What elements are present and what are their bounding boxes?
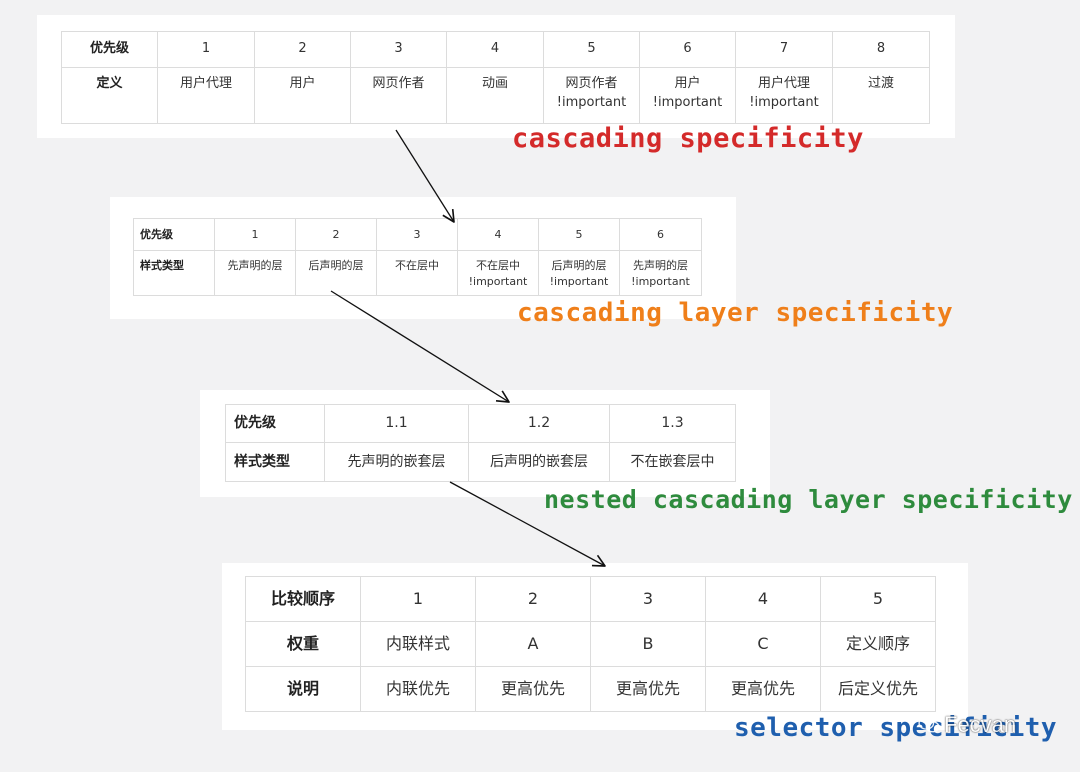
table-cell: 6: [619, 218, 702, 251]
row-header: 样式类型: [133, 250, 215, 296]
weight-row: 权重 内联样式 A B C 定义顺序: [245, 621, 936, 667]
caption-cascading-specificity: cascading specificity: [512, 123, 864, 154]
priority-row: 优先级 1 2 3 4 5 6: [133, 218, 702, 251]
table-cell: 5: [538, 218, 620, 251]
layer-priority-table: 优先级 1 2 3 4 5 6 样式类型 先声明的层 后声明的层 不在层中 不在…: [133, 218, 702, 296]
table-cell: 1: [214, 218, 296, 251]
row-header: 优先级: [61, 31, 158, 68]
caption-cascading-layer-specificity: cascading layer specificity: [517, 298, 954, 328]
table-cell: 1.3: [609, 404, 736, 443]
table-cell: 网页作者 !important: [543, 67, 640, 124]
table-cell: 2: [254, 31, 351, 68]
nested-layer-priority-table: 优先级 1.1 1.2 1.3 样式类型 先声明的嵌套层 后声明的嵌套层 不在嵌…: [225, 404, 736, 482]
table-cell: 网页作者: [350, 67, 447, 124]
table-cell: 2: [295, 218, 377, 251]
table-cell: 3: [376, 218, 458, 251]
table-cell: 内联优先: [360, 666, 476, 712]
table-cell: 更高优先: [590, 666, 706, 712]
table-cell: 1: [157, 31, 255, 68]
watermark-text: Fecvan: [944, 712, 1017, 737]
table-cell: 7: [735, 31, 833, 68]
table-cell: 用户 !important: [639, 67, 736, 124]
style-type-row: 样式类型 先声明的层 后声明的层 不在层中 不在层中 !important 后声…: [133, 250, 702, 296]
table-cell: 1: [360, 576, 476, 622]
table-cell: 2: [475, 576, 591, 622]
table-cell: 更高优先: [475, 666, 591, 712]
priority-panel-selector: 比较顺序 1 2 3 4 5 权重 内联样式 A B C 定义顺序 说明 内联优…: [222, 563, 968, 730]
table-cell: 不在嵌套层中: [609, 442, 736, 482]
priority-panel-nested-layers: 优先级 1.1 1.2 1.3 样式类型 先声明的嵌套层 后声明的嵌套层 不在嵌…: [200, 390, 770, 497]
table-cell: 内联样式: [360, 621, 476, 667]
table-cell: 用户: [254, 67, 351, 124]
table-cell: 后声明的嵌套层: [468, 442, 610, 482]
table-cell: 5: [543, 31, 640, 68]
row-header: 说明: [245, 666, 361, 712]
row-header: 权重: [245, 621, 361, 667]
table-cell: 用户代理: [157, 67, 255, 124]
order-row: 比较顺序 1 2 3 4 5: [245, 576, 936, 622]
description-row: 说明 内联优先 更高优先 更高优先 更高优先 后定义优先: [245, 666, 936, 712]
table-cell: 3: [590, 576, 706, 622]
table-cell: 后定义优先: [820, 666, 936, 712]
table-cell: A: [475, 621, 591, 667]
table-cell: 更高优先: [705, 666, 821, 712]
table-cell: 4: [446, 31, 544, 68]
table-cell: 后声明的层 !important: [538, 250, 620, 296]
table-cell: C: [705, 621, 821, 667]
priority-row: 优先级 1.1 1.2 1.3: [225, 404, 736, 443]
style-type-row: 样式类型 先声明的嵌套层 后声明的嵌套层 不在嵌套层中: [225, 442, 736, 482]
table-cell: 定义顺序: [820, 621, 936, 667]
table-cell: 后声明的层: [295, 250, 377, 296]
watermark: Fecvan: [918, 712, 1016, 738]
table-cell: 1.1: [324, 404, 469, 443]
caption-nested-cascading-layer-specificity: nested cascading layer specificity: [544, 485, 1073, 514]
table-cell: 过渡: [832, 67, 930, 124]
table-cell: 6: [639, 31, 736, 68]
table-cell: 3: [350, 31, 447, 68]
selector-specificity-table: 比较顺序 1 2 3 4 5 权重 内联样式 A B C 定义顺序 说明 内联优…: [245, 576, 936, 712]
priority-panel-cascade: 优先级 1 2 3 4 5 6 7 8 定义 用户代理 用户 网页作者 动画 网…: [37, 15, 955, 138]
priority-row: 优先级 1 2 3 4 5 6 7 8: [61, 31, 930, 68]
table-cell: 先声明的嵌套层: [324, 442, 469, 482]
table-cell: 动画: [446, 67, 544, 124]
table-cell: 5: [820, 576, 936, 622]
row-header: 比较顺序: [245, 576, 361, 622]
table-cell: 先声明的层: [214, 250, 296, 296]
table-cell: 用户代理 !important: [735, 67, 833, 124]
table-cell: B: [590, 621, 706, 667]
table-cell: 1.2: [468, 404, 610, 443]
row-header: 样式类型: [225, 442, 325, 482]
row-header: 优先级: [225, 404, 325, 443]
row-header: 优先级: [133, 218, 215, 251]
table-cell: 4: [457, 218, 539, 251]
caption-selector-specificity: selector specificity: [734, 713, 1058, 743]
table-cell: 4: [705, 576, 821, 622]
table-cell: 8: [832, 31, 930, 68]
table-cell: 不在层中 !important: [457, 250, 539, 296]
table-cell: 不在层中: [376, 250, 458, 296]
cascade-priority-table: 优先级 1 2 3 4 5 6 7 8 定义 用户代理 用户 网页作者 动画 网…: [61, 31, 930, 124]
row-header: 定义: [61, 67, 158, 124]
table-cell: 先声明的层 !important: [619, 250, 702, 296]
wechat-icon: [918, 716, 940, 733]
definition-row: 定义 用户代理 用户 网页作者 动画 网页作者 !important 用户 !i…: [61, 67, 930, 124]
